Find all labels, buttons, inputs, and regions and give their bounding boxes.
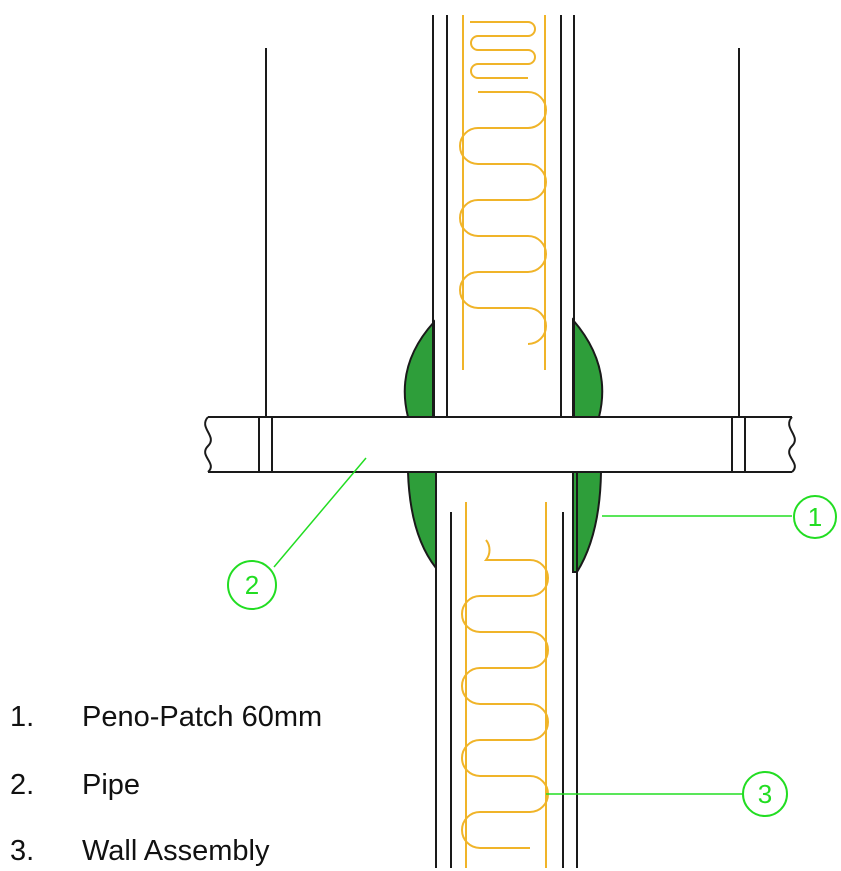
callout-number: 3 <box>758 779 772 809</box>
callout-number: 2 <box>245 570 259 600</box>
legend-label: Pipe <box>82 769 140 801</box>
legend-number: 1. <box>10 701 34 733</box>
insulation-batt <box>459 21 547 345</box>
callout-3: 3 <box>546 771 788 817</box>
legend-item: 3. Wall Assembly <box>10 835 270 867</box>
callout-bubble <box>793 495 837 539</box>
callout-number: 1 <box>808 502 822 532</box>
legend-number: 3. <box>10 835 34 867</box>
pipe-left-break <box>204 416 212 473</box>
legend: 1. Peno-Patch 60mm 2. Pipe 3. Wall Assem… <box>10 701 322 867</box>
pipe-body <box>208 417 792 472</box>
legend-item: 2. Pipe <box>10 769 140 801</box>
pipe-right-break <box>788 416 796 473</box>
callout-bubble <box>227 560 277 610</box>
callout-bubble <box>742 771 788 817</box>
peno-patch-upper-right <box>572 317 604 418</box>
legend-label: Wall Assembly <box>82 835 270 867</box>
legend-item: 1. Peno-Patch 60mm <box>10 701 322 733</box>
wall-assembly-upper <box>432 15 575 417</box>
insulation-batt <box>461 539 549 849</box>
peno-patch-upper-left <box>403 319 435 418</box>
leader-line <box>273 457 367 568</box>
legend-label: Peno-Patch 60mm <box>82 701 322 733</box>
peno-patch-lower-left <box>406 471 437 571</box>
legend-number: 2. <box>10 769 34 801</box>
callout-2: 2 <box>227 457 367 610</box>
pipe <box>204 416 796 473</box>
callout-1: 1 <box>602 495 837 539</box>
wall-assembly-lower <box>435 472 578 868</box>
pipe-hangers <box>265 48 740 417</box>
